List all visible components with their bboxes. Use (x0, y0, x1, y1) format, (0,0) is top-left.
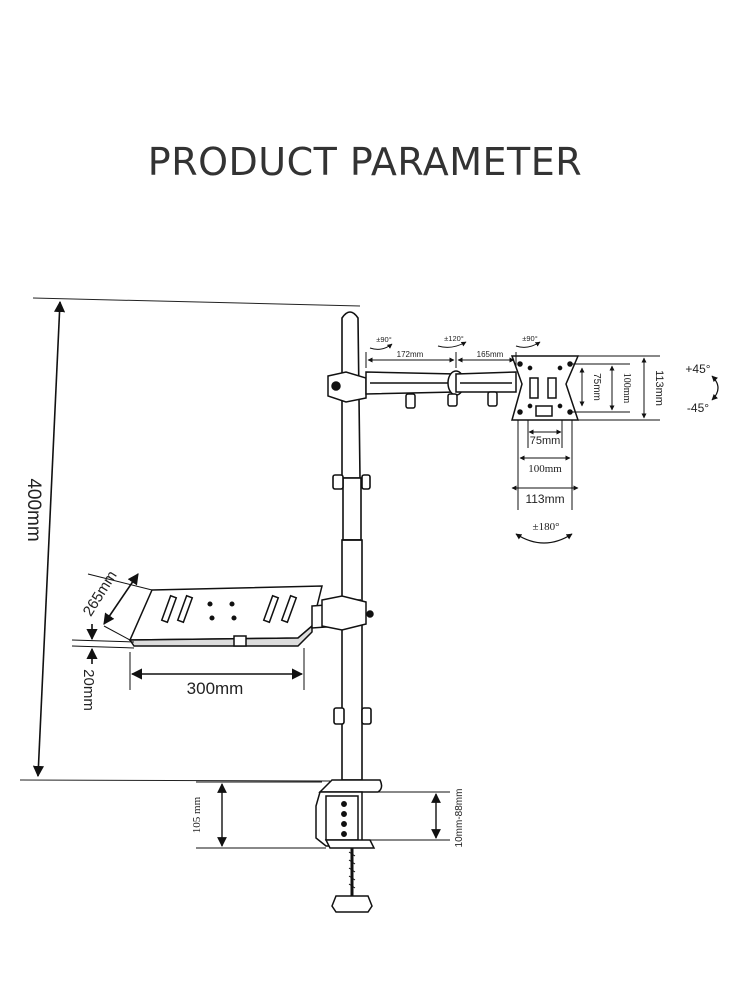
vesa-v-100-label: 100mm (621, 373, 632, 404)
tilt-down-label: -45° (687, 401, 709, 415)
swivel-left-label: ±90° (376, 335, 391, 344)
laptop-tray (128, 585, 374, 647)
page-title: PRODUCT PARAMETER (147, 140, 583, 184)
swivel-mid-label: ±120° (444, 334, 464, 343)
vesa-h-75-label: 75mm (530, 435, 561, 447)
swivel-right-label: ±90° (522, 334, 537, 343)
vesa-h-113-label: 113mm (525, 492, 564, 506)
clamp-dimensions (196, 781, 450, 849)
tray-dimensions (71, 573, 305, 690)
vesa-dimensions (511, 355, 660, 510)
arm-seg1-label: 172mm (397, 350, 424, 359)
tilt-up-label: +45° (685, 362, 710, 376)
tray-width-label: 300mm (187, 679, 244, 698)
pole-height-dimension: 400mm (19, 297, 361, 782)
desk-thickness-label: 10mm-88mm (454, 789, 465, 848)
vesa-v-113-label: 113mm (653, 370, 665, 406)
clamp-height-label: 105 mm (191, 796, 203, 833)
vesa-h-100-label: 100mm (528, 463, 562, 475)
arm-seg2-label: 165mm (477, 350, 504, 359)
desk-clamp (315, 779, 383, 913)
tray-thickness-label: 20mm (80, 669, 97, 711)
rotate-label: ±180° (533, 521, 560, 533)
rotate-arrow (515, 533, 573, 544)
pole-height-label: 400mm (23, 478, 44, 541)
tilt-arrow (711, 375, 719, 401)
vesa-v-75-label: 75mm (591, 373, 602, 401)
tray-depth-label: 265mm (80, 568, 121, 619)
monitor-arm (327, 355, 580, 421)
arm-dimensions (365, 352, 517, 368)
swivel-indicators (369, 341, 541, 350)
